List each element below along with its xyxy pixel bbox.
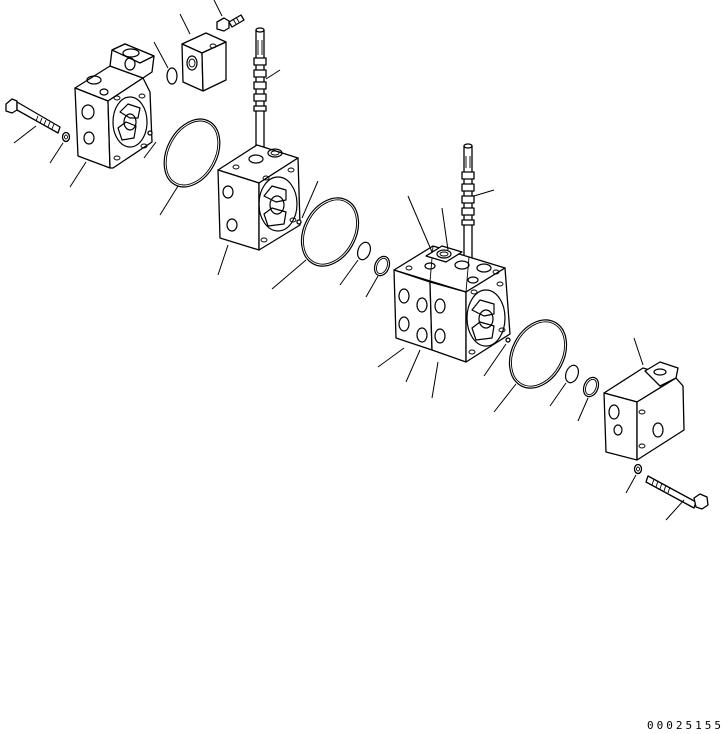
leader-large-o-ring-1 <box>159 185 179 216</box>
leader-valve-double-b <box>405 349 421 383</box>
large-o-ring-1 <box>163 118 221 188</box>
leader-spool-2 <box>473 189 495 197</box>
tie-bolt-lower <box>645 475 709 510</box>
leader-flange-bolt <box>213 0 223 17</box>
leader-valve-double-a <box>377 347 405 368</box>
spool-2 <box>461 143 475 271</box>
leader-valve-double-top-b <box>441 207 449 251</box>
leader-washer-upper <box>49 142 64 164</box>
spool-1 <box>253 27 267 151</box>
leader-large-o-ring-3 <box>493 383 517 413</box>
leader-valve-double-pin <box>483 343 507 377</box>
leader-washer-lower <box>625 474 637 494</box>
washer-lower <box>633 463 643 475</box>
leader-inlet-housing <box>69 161 87 188</box>
leader-valve-double-top-a <box>407 195 433 253</box>
leader-tie-bolt-upper <box>13 125 37 144</box>
leader-large-o-ring-2 <box>271 259 307 290</box>
leader-flange-o-ring <box>153 41 169 69</box>
inlet-section-housing <box>74 43 155 169</box>
leader-valve-1-pin <box>301 180 319 219</box>
leader-backup-ring-2 <box>365 275 379 298</box>
leader-end-cover <box>633 337 644 366</box>
large-o-ring-2 <box>300 197 360 267</box>
leader-valve-section-1 <box>217 244 229 276</box>
leader-tie-bolt-lower <box>665 499 685 521</box>
leader-backup-ring-3 <box>577 397 589 422</box>
leader-flange-block <box>179 13 191 35</box>
small-o-ring-2 <box>356 241 372 261</box>
drawing-number: 00025155 <box>647 719 724 732</box>
leader-small-o-ring-3 <box>549 382 567 407</box>
leader-valve-double-c <box>431 361 439 399</box>
leader-spool-1 <box>265 69 281 80</box>
flange-bolt <box>216 14 245 32</box>
leader-inlet-pin <box>143 141 157 159</box>
large-o-ring-3 <box>508 319 568 389</box>
valve-section-1 <box>217 144 302 251</box>
valve-section-double <box>393 245 511 363</box>
backup-ring-3 <box>582 376 600 398</box>
leader-small-o-ring-2 <box>339 259 359 286</box>
tie-bolt-upper <box>5 98 61 134</box>
flange-o-ring <box>166 67 178 85</box>
end-cover <box>603 361 685 461</box>
flange-block <box>181 32 227 92</box>
washer-upper <box>61 131 71 143</box>
small-o-ring-3 <box>564 364 580 384</box>
backup-ring-2 <box>373 255 391 277</box>
